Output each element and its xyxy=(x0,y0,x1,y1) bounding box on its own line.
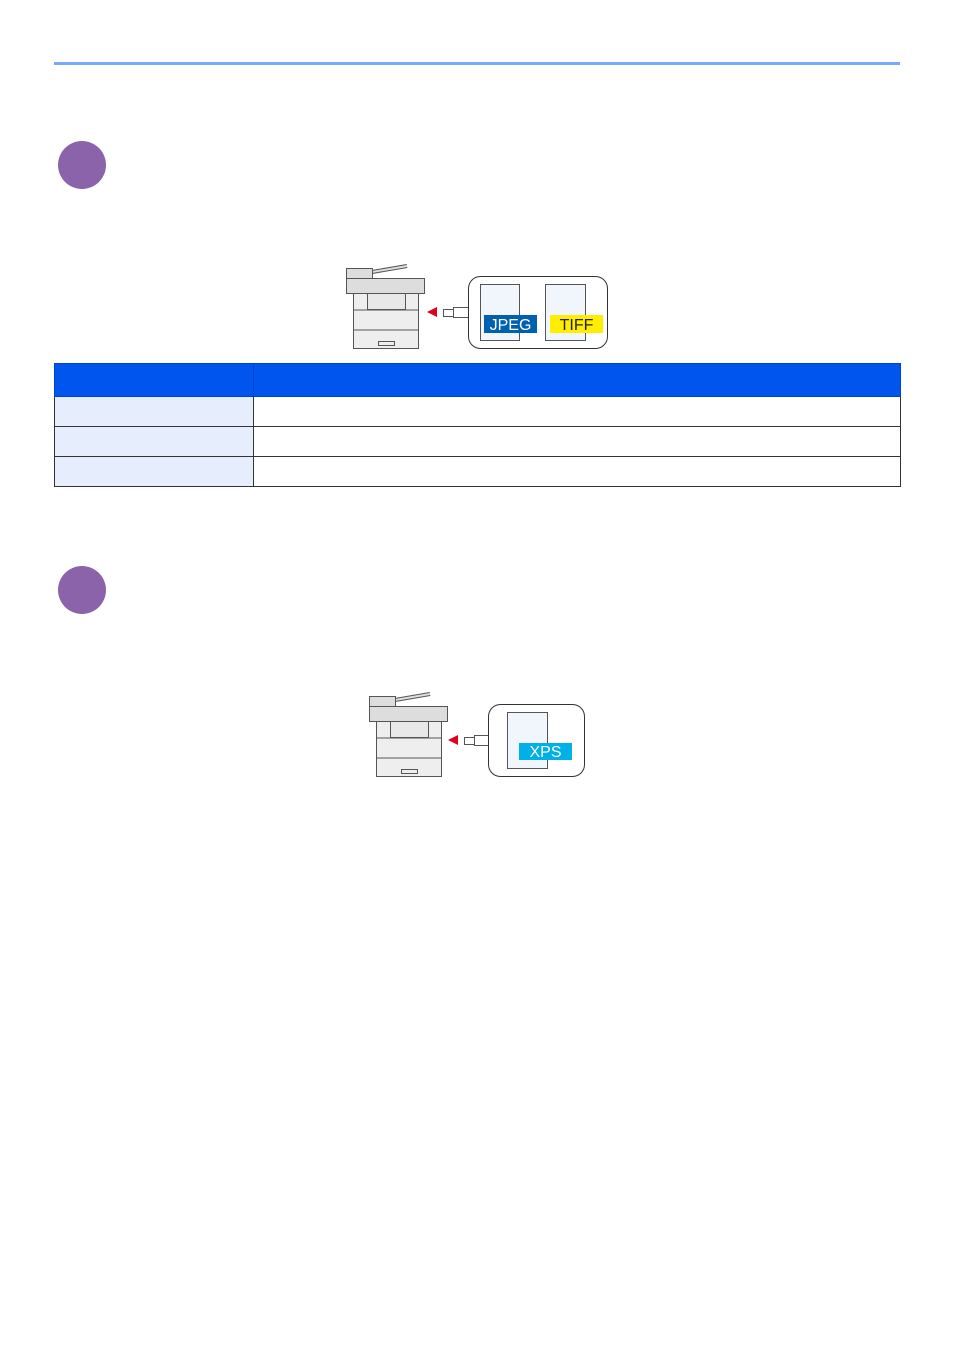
table-row xyxy=(54,396,901,427)
arrow-icon xyxy=(448,735,458,745)
info-table xyxy=(54,363,901,487)
table-row xyxy=(54,456,901,487)
arrow-icon xyxy=(427,307,437,317)
tiff-label: TIFF xyxy=(560,317,594,334)
printer-icon xyxy=(346,264,425,349)
jpeg-label: JPEG xyxy=(490,317,532,334)
table-header-row xyxy=(54,363,901,397)
step-badge-2 xyxy=(58,566,106,614)
usb-print-illustration-xps: XPS xyxy=(369,692,585,777)
header-rule xyxy=(54,62,900,65)
usb-print-illustration-jpeg-tiff: JPEG TIFF xyxy=(346,264,608,349)
xps-label: XPS xyxy=(529,744,561,761)
table-row xyxy=(54,426,901,457)
printer-icon xyxy=(369,692,448,777)
step-badge-1 xyxy=(58,141,106,189)
